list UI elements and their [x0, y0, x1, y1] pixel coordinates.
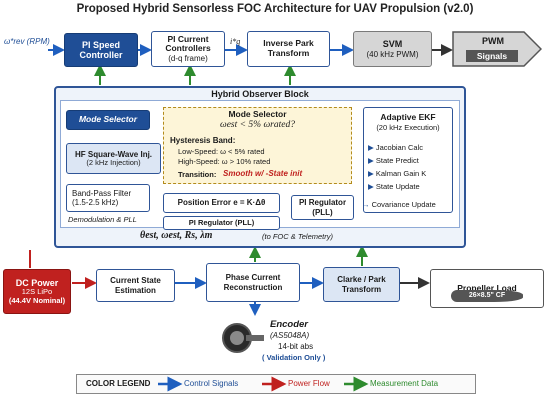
pi-regulator-pll-wide[interactable]: PI Regulator (PLL)	[163, 216, 280, 230]
clarke-park-label: Clarke / Park Transform	[337, 275, 386, 294]
encoder-icon	[222, 317, 266, 359]
encoder-title: Encoder	[270, 319, 309, 330]
ms-condition: ωest < 5% ωrated?	[220, 120, 295, 130]
pos-err-label: Position Error e = K·Δθ	[177, 198, 266, 208]
propeller-icon	[451, 290, 523, 302]
mode-selector-panel	[163, 107, 352, 184]
inv-park-label: Inverse Park Transform	[263, 38, 314, 58]
page-title: Proposed Hybrid Sensorless FOC Architect…	[76, 3, 474, 15]
pi-speed-controller[interactable]: PI Speed Controller	[64, 33, 138, 67]
pi-reg-right-title: PI Regulator	[298, 198, 347, 208]
pi-reg-pll-label: PI Regulator (PLL)	[188, 217, 255, 227]
ekf-item-2: ▶ Kalman Gain K	[368, 169, 427, 178]
svm-sub: (40 kHz PWM)	[366, 49, 419, 59]
position-error-block[interactable]: Position Error e = K·Δθ	[163, 193, 280, 213]
legend-title: COLOR LEGEND	[86, 379, 151, 388]
adaptive-ekf-block[interactable]	[363, 107, 453, 213]
ekf-item-0: ▶ Jacobian Calc	[368, 143, 423, 152]
encoder-bits: 14-bit abs	[278, 342, 314, 351]
ms-panel-title: Mode Selector	[228, 109, 287, 119]
pi-current-sub: (d-q frame)	[168, 54, 208, 64]
pi-speed-label: PI Speed Controller	[79, 39, 123, 60]
pi-current-title: PI Current Controllers	[165, 33, 211, 54]
legend-power: Power Flow	[288, 379, 330, 388]
pwm-arrow-shape	[452, 31, 542, 67]
phase-current-label: Phase Current Reconstruction	[223, 273, 283, 292]
omega-ref-label: ω*rev (RPM)	[4, 37, 50, 46]
prop-title: Propeller Load	[457, 282, 517, 293]
pwm-signals-block[interactable]: PWM Signals	[452, 31, 542, 67]
encoder-model: (AS5048A)	[270, 331, 310, 340]
dc-sub1: 12S LiPo	[21, 287, 53, 297]
svm-title: SVM	[382, 39, 403, 50]
pi-reg-right-sub: (PLL)	[312, 207, 333, 217]
mode-selector-btn-label: Mode Selector	[78, 114, 138, 125]
ekf-sub: (20 kHz Execution)	[376, 123, 440, 132]
covariance-update: → Covariance Update	[362, 200, 436, 209]
transition-label: Transition:	[178, 170, 217, 179]
transition-value: Smooth w/ -State init	[223, 169, 303, 178]
propeller-load[interactable]: Propeller Load 26×8.5" CF	[430, 269, 544, 308]
current-state-estimation[interactable]: Current State Estimation	[96, 269, 175, 302]
pi-current-controllers[interactable]: PI Current Controllers (d-q frame)	[151, 31, 225, 67]
phase-current-reconstruction[interactable]: Phase Current Reconstruction	[206, 263, 300, 302]
inverse-park-transform[interactable]: Inverse Park Transform	[247, 31, 330, 67]
observer-title: Hybrid Observer Block	[211, 89, 309, 99]
observer-outputs: θest, ωest, Rs, λm	[140, 230, 213, 241]
hf-inj-sub: (2 kHz Injection)	[86, 157, 141, 167]
legend-measurement: Measurement Data	[370, 379, 439, 388]
pwm-title: PWM	[482, 36, 504, 46]
demod-pll-label: Demodulation & PLL	[68, 215, 137, 224]
ekf-item-1: ▶ State Predict	[368, 156, 419, 165]
bpf-sub: (1.5-2.5 kHz)	[72, 198, 119, 207]
bpf-title: Band-Pass Filter	[72, 188, 132, 198]
hysteresis-high: High-Speed: ω > 10% rated	[178, 157, 271, 166]
hf-inj-title: HF Square-Wave Inj.	[74, 149, 153, 159]
ekf-item-3: ▶ State Update	[368, 182, 420, 191]
pwm-sub: Signals	[476, 51, 508, 61]
band-pass-filter[interactable]: Band-Pass Filter (1.5-2.5 kHz)	[66, 184, 150, 212]
iq-label: i*q	[230, 37, 241, 46]
legend-control: Control Signals	[184, 379, 239, 388]
observer-outputs-note: (to FOC & Telemetry)	[262, 232, 333, 241]
legend-swatches	[158, 376, 369, 392]
clarke-park-transform[interactable]: Clarke / Park Transform	[323, 267, 400, 302]
hysteresis-title: Hysteresis Band:	[170, 136, 236, 145]
current-state-label: Current State Estimation	[110, 276, 161, 295]
ekf-title: Adaptive EKF	[380, 112, 436, 122]
dc-sub2: (44.4V Nominal)	[8, 295, 66, 305]
dc-title: DC Power	[15, 277, 59, 288]
encoder-note: ( Validation Only )	[262, 353, 326, 362]
hysteresis-low: Low-Speed: ω < 5% rated	[178, 147, 265, 156]
mode-selector-button[interactable]: Mode Selector	[66, 110, 150, 130]
pi-regulator-block[interactable]: PI Regulator (PLL)	[291, 195, 354, 220]
svm-block[interactable]: SVM (40 kHz PWM)	[353, 31, 432, 67]
dc-power-source[interactable]: DC Power 12S LiPo (44.4V Nominal)	[3, 269, 71, 314]
hf-injection-block[interactable]: HF Square-Wave Inj. (2 kHz Injection)	[66, 143, 161, 174]
prop-sub: 26×8.5" CF	[468, 292, 506, 299]
